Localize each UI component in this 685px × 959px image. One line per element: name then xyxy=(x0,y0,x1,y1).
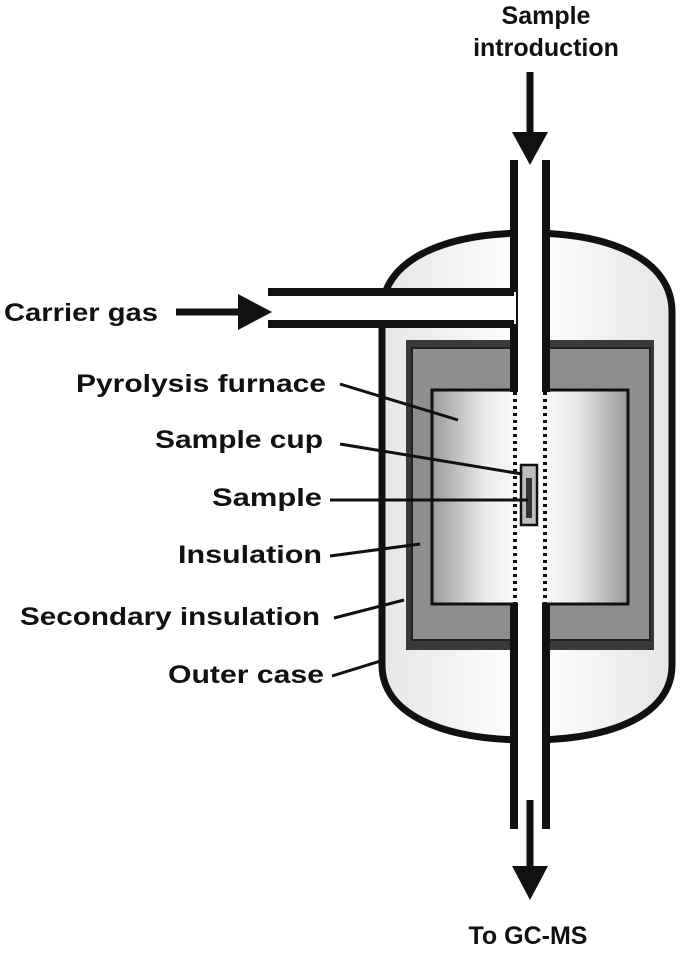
to-gc-ms-arrowhead xyxy=(512,866,548,900)
label-carrier-gas: Carrier gas xyxy=(4,299,158,327)
label-sample: Sample xyxy=(212,484,322,512)
leader-outer-case xyxy=(331,658,385,678)
leader-pyrolysis-furnace xyxy=(339,382,459,422)
sample-introduction-arrowhead xyxy=(512,132,548,165)
label-sample-cup: Sample cup xyxy=(155,426,323,454)
central-tube-top xyxy=(516,160,544,392)
label-pyrolysis-furnace: Pyrolysis furnace xyxy=(76,370,326,398)
label-sample-introduction-1: Sample xyxy=(502,2,591,30)
carrier-gas-tube xyxy=(268,292,516,324)
leader-lines xyxy=(329,382,528,678)
leader-secondary-insulation xyxy=(333,598,405,620)
leader-sample-cup xyxy=(339,442,523,476)
label-secondary-insulation: Secondary insulation xyxy=(20,603,320,631)
label-sample-introduction-2: introduction xyxy=(473,34,619,62)
label-insulation: Insulation xyxy=(178,541,322,569)
leader-insulation xyxy=(329,542,421,558)
sample xyxy=(526,478,532,518)
label-outer-case: Outer case xyxy=(168,661,324,689)
carrier-gas-arrowhead xyxy=(238,294,272,330)
label-to-gc-ms: To GC-MS xyxy=(469,922,588,950)
central-tube-bottom xyxy=(516,604,544,829)
